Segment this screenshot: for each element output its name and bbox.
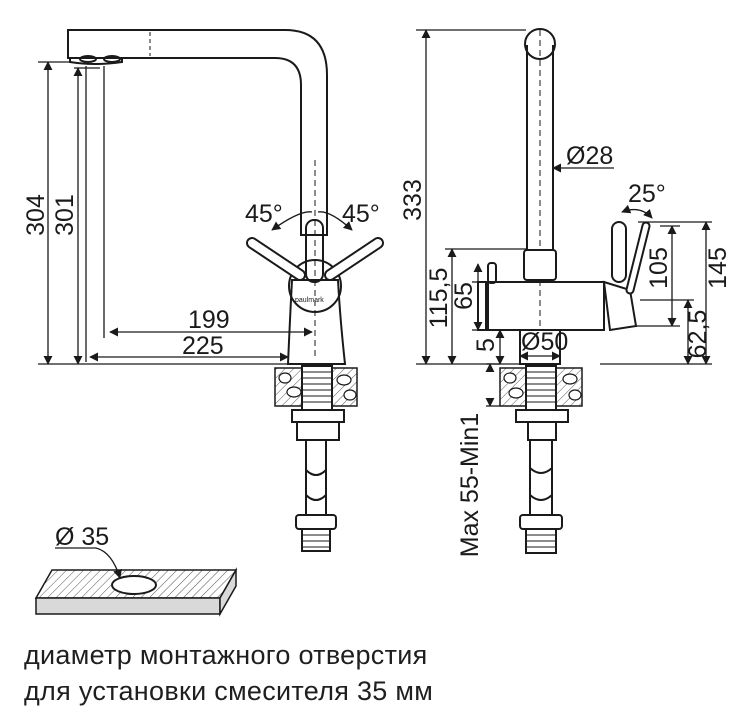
caption-line-2: для установки смесителя 35 мм — [24, 676, 434, 706]
brand-label: paulmark — [295, 297, 324, 304]
mounting-hole-diagram: Ø 35 — [34, 523, 238, 617]
front-base — [519, 330, 561, 365]
front-shank — [525, 365, 557, 411]
dim-115-5: 115,5 — [425, 268, 453, 329]
dim-5: 5 — [472, 338, 500, 352]
front-spout-tip — [524, 28, 556, 60]
dim-105: 105 — [645, 247, 673, 289]
dim-45-right: 45° — [342, 200, 380, 228]
dim-45-left: 45° — [245, 200, 283, 228]
side-dimension-labels: 304 301 45° 45° 199 225 paulmark — [22, 194, 380, 360]
dim-countertop-thickness: Max 55-Min1 — [456, 413, 484, 558]
side-lever-center — [305, 219, 324, 283]
side-handle-hub — [288, 259, 342, 313]
dim-base-diameter: Ø50 — [521, 328, 568, 356]
dim-65: 65 — [450, 282, 478, 310]
dim-301: 301 — [51, 194, 79, 236]
dim-spout-diameter: Ø28 — [566, 142, 613, 170]
countertop-slab-front — [35, 597, 221, 615]
hole-diameter-label: Ø 35 — [55, 523, 109, 551]
dim-lever-angle: 25° — [628, 180, 666, 208]
front-dimensions — [416, 29, 712, 407]
front-view — [477, 28, 653, 554]
dim-225: 225 — [182, 332, 224, 360]
front-dimension-labels: 333 115,5 65 5 Ø28 25° Ø50 145 105 62,5 … — [399, 142, 732, 557]
mounting-hole — [111, 575, 157, 595]
side-shank — [301, 365, 333, 411]
caption-line-1: диаметр монтажного отверстия — [24, 640, 428, 670]
side-hoses — [305, 440, 327, 520]
front-lever — [611, 221, 627, 283]
dim-199: 199 — [188, 306, 230, 334]
front-hoses — [529, 440, 553, 520]
dim-145: 145 — [704, 247, 732, 289]
dim-62-5: 62,5 — [684, 310, 712, 359]
side-dimensions — [38, 61, 313, 365]
side-spout — [67, 29, 328, 236]
front-body — [485, 281, 605, 331]
dim-333: 333 — [399, 179, 427, 221]
side-view — [67, 29, 384, 552]
side-body — [286, 279, 347, 365]
side-aerator — [69, 58, 123, 65]
dim-304: 304 — [22, 194, 50, 236]
